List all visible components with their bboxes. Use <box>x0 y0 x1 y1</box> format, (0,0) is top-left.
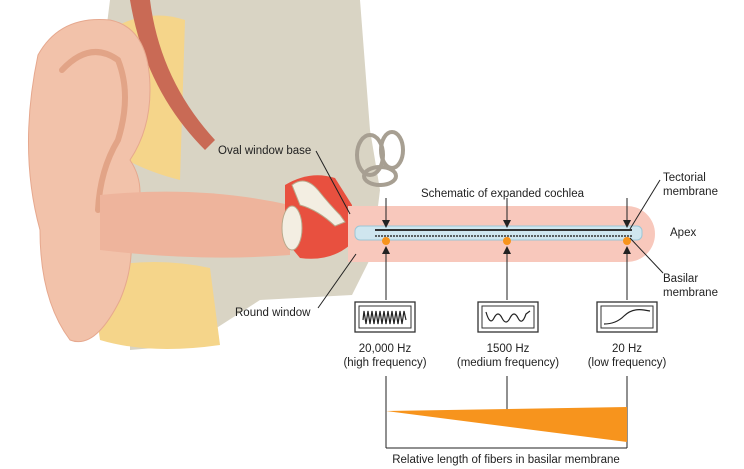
high-frequency-value: 20,000 Hz <box>358 343 412 355</box>
frequency-box-low <box>596 301 658 333</box>
eardrum <box>281 205 303 251</box>
high-frequency-wave-icon <box>362 310 407 325</box>
oval-window-label: Oval window base <box>218 145 312 157</box>
ear-anatomy-illustration <box>28 0 405 350</box>
apex-marker <box>623 237 631 245</box>
semicircular-canals <box>355 130 405 187</box>
fiber-length-caption: Relative length of fibers in basilar mem… <box>392 454 620 466</box>
schematic-title: Schematic of expanded cochlea <box>421 188 585 200</box>
frequency-box-medium <box>477 301 539 333</box>
low-frequency-desc: (low frequency) <box>587 357 667 369</box>
low-frequency-wave-icon <box>603 309 651 325</box>
medium-frequency-value: 1500 Hz <box>486 343 530 355</box>
ossicles <box>291 180 346 227</box>
base-marker <box>382 237 390 245</box>
membrane-band <box>354 225 643 241</box>
round-window-label: Round window <box>235 307 311 319</box>
medium-frequency-wave-icon <box>485 310 531 323</box>
frequency-box-high <box>354 301 416 333</box>
fiber-length-wedge <box>386 407 627 442</box>
basilar-membrane-label: Basilar membrane <box>663 273 718 299</box>
oval-window-leader <box>315 150 351 215</box>
tectorial-leader <box>629 179 661 230</box>
high-frequency-desc: (high frequency) <box>343 357 427 369</box>
tectorial-membrane-label: Tectorial membrane <box>663 172 718 198</box>
pinna-fold <box>59 49 128 213</box>
middle-marker <box>503 237 511 245</box>
basilar-leader <box>629 237 664 274</box>
round-window-leader <box>317 253 357 309</box>
ear-canal <box>100 191 290 258</box>
low-frequency-value: 20 Hz <box>611 343 643 355</box>
medium-frequency-desc: (medium frequency) <box>456 357 560 369</box>
cochlea-schematic <box>315 150 664 309</box>
fiber-length-chart <box>385 376 628 449</box>
muscle-strip <box>130 0 215 150</box>
apex-label: Apex <box>670 227 697 239</box>
